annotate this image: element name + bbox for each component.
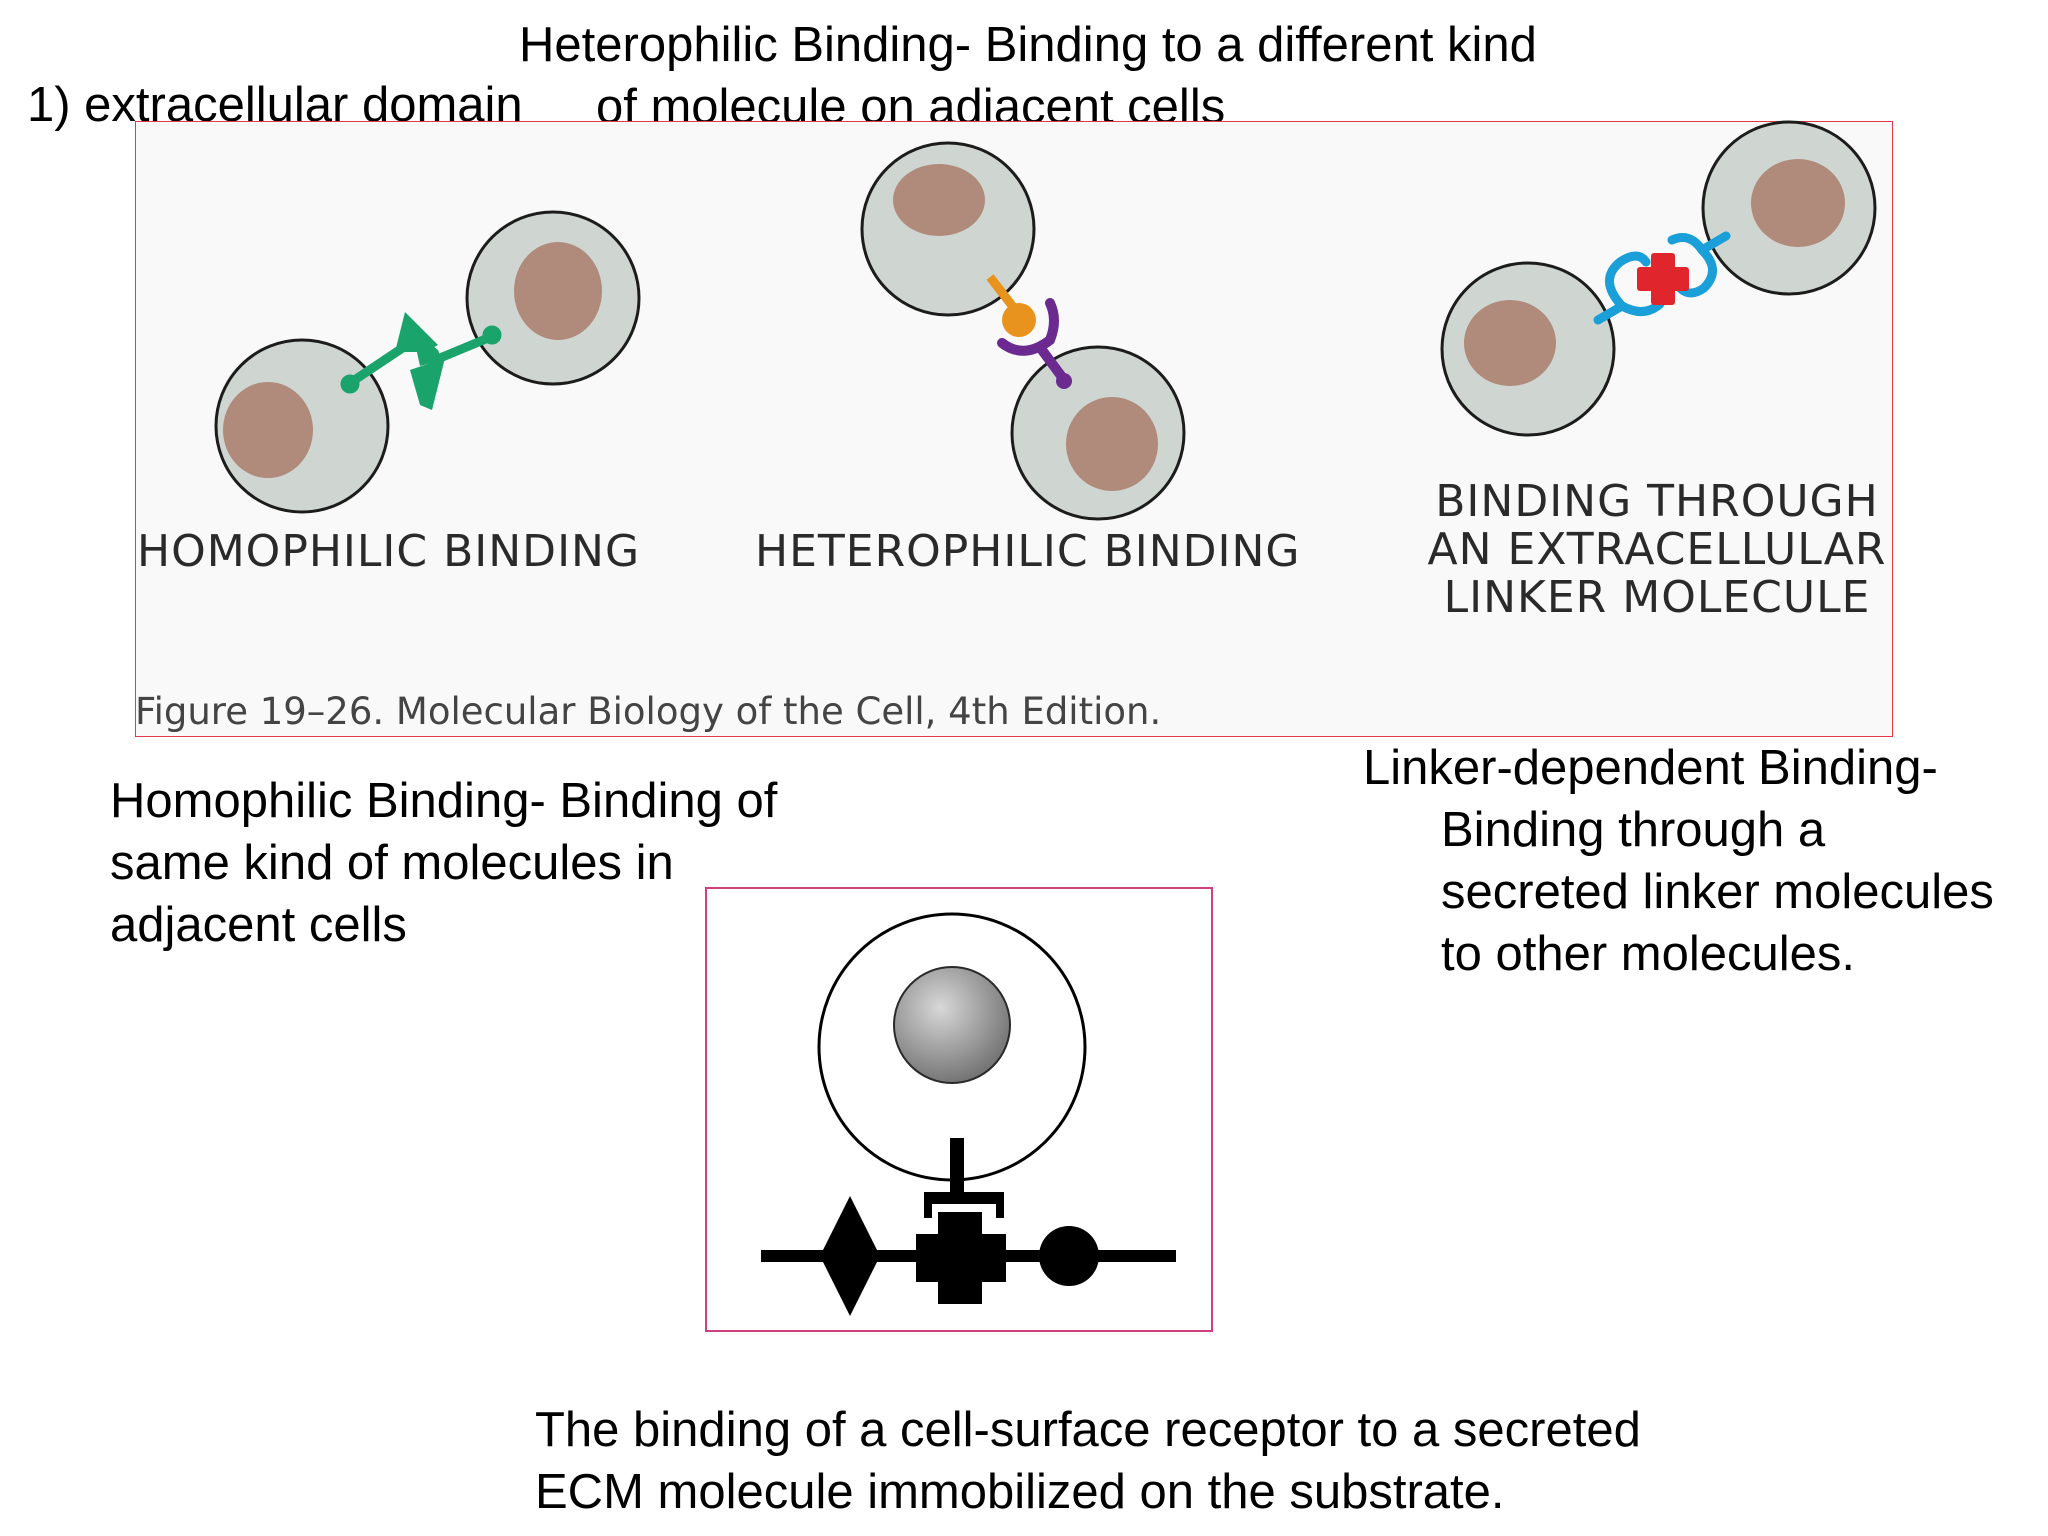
linker-definition-line1: Linker-dependent Binding- <box>1363 741 1938 795</box>
heterophilic-ligand <box>986 274 1036 337</box>
homophilic-adhesion-molecule <box>340 312 502 410</box>
homophilic-nucleus-right <box>514 242 602 340</box>
ecm-substrate-line <box>761 1196 1176 1316</box>
linker-receptors <box>1593 231 1731 325</box>
linker-definition-line4: to other molecules. <box>1441 927 1855 981</box>
homophilic-definition-line3: adjacent cells <box>110 898 407 952</box>
heterophilic-definition-line1: Heterophilic Binding- Binding to a diffe… <box>519 18 1537 72</box>
ecm-cell-nucleus <box>893 966 1011 1084</box>
ecm-diamond-molecule <box>820 1196 880 1316</box>
linker-nucleus-left <box>1464 300 1556 386</box>
linker-diagram <box>1440 120 1877 437</box>
heterophilic-binding-label: HETEROPHILIC BINDING <box>755 526 1301 577</box>
homophilic-nucleus-left <box>223 382 313 478</box>
linker-nucleus-right <box>1751 159 1845 247</box>
linker-molecule-cross <box>1637 253 1689 305</box>
cell-surface-receptor <box>924 1138 1004 1218</box>
linker-definition-line2: Binding through a <box>1441 803 1826 857</box>
ecm-round-molecule <box>1039 1226 1099 1286</box>
homophilic-binding-label: HOMOPHILIC BINDING <box>137 526 641 577</box>
linker-definition-line3: secreted linker molecules <box>1441 865 1994 919</box>
heterophilic-receptor <box>997 298 1072 389</box>
linker-binding-label-line2: AN EXTRACELLULAR <box>1427 524 1887 575</box>
ecm-cross-molecule <box>916 1212 1006 1304</box>
homophilic-definition-line2: same kind of molecules in <box>110 836 674 890</box>
ecm-definition-line1: The binding of a cell-surface receptor t… <box>535 1403 1641 1457</box>
heterophilic-nucleus-bottom <box>1066 397 1158 491</box>
heterophilic-nucleus-top <box>893 164 985 236</box>
ecm-definition-line2: ECM molecule immobilized on the substrat… <box>535 1465 1505 1519</box>
heterophilic-diagram <box>860 141 1186 521</box>
homophilic-diagram <box>214 210 641 514</box>
linker-binding-label-line1: BINDING THROUGH <box>1435 476 1879 527</box>
linker-binding-label-line3: LINKER MOLECULE <box>1443 572 1871 623</box>
homophilic-definition-line1: Homophilic Binding- Binding of <box>110 774 778 828</box>
figure-caption: Figure 19–26. Molecular Biology of the C… <box>135 690 1162 733</box>
